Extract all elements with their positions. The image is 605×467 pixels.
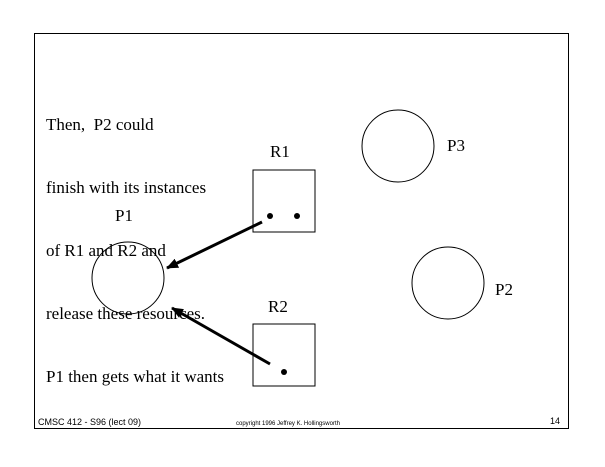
r1-instance-dot xyxy=(267,213,273,219)
r1-instance-dot xyxy=(294,213,300,219)
slide-frame xyxy=(34,33,569,429)
resource-node-r2 xyxy=(252,323,316,387)
footer-copyright: copyright 1996 Jeffrey K. Hollingsworth xyxy=(236,421,340,427)
process-label-p3: P3 xyxy=(447,136,465,155)
footer-page-number: 14 xyxy=(550,416,561,426)
caption-line: of R1 and R2 and xyxy=(46,241,166,260)
resource-node-r1 xyxy=(252,169,316,233)
process-label-p2: P2 xyxy=(495,280,513,299)
r2-instance-dot xyxy=(281,369,287,375)
process-node-p2 xyxy=(411,246,485,320)
caption-line: Then, P2 could xyxy=(46,115,154,134)
caption-line: P1 then gets what it wants xyxy=(46,367,225,386)
resource-label-r1: R1 xyxy=(270,142,290,161)
process-node-p3 xyxy=(361,109,435,183)
edge-r1-to-p1 xyxy=(166,220,263,270)
caption-line: finish with its instances xyxy=(46,178,207,197)
resource-label-r2: R2 xyxy=(268,297,288,316)
footer-course: CMSC 412 - S96 (lect 09) xyxy=(38,417,142,427)
process-label-p1: P1 xyxy=(115,206,133,225)
process-node-p1 xyxy=(91,241,165,315)
edge-r2-to-p1 xyxy=(171,306,271,366)
